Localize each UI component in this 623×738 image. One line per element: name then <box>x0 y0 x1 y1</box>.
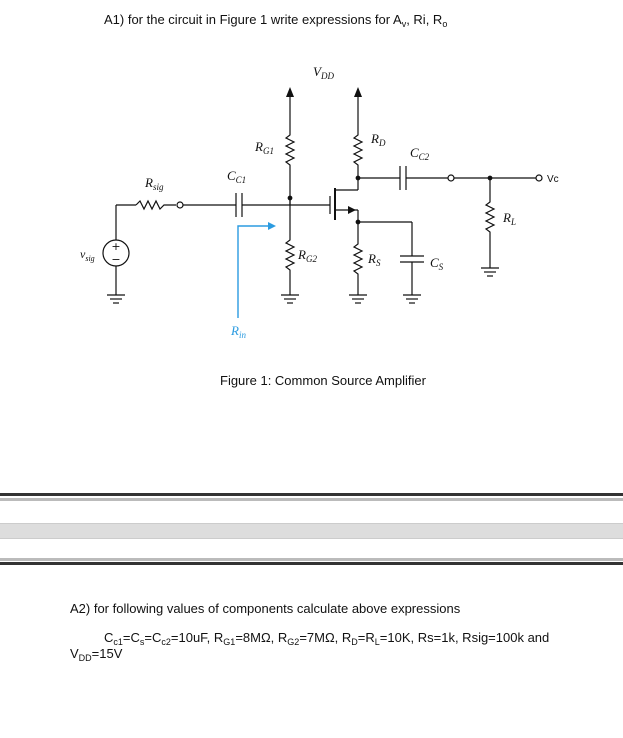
rsig-resistor <box>135 199 176 211</box>
separator-bottom-dark <box>0 562 623 565</box>
vdd-value: VDD=15V <box>70 646 123 663</box>
cs-label: CS <box>430 255 444 272</box>
rg2-resistor <box>284 198 296 295</box>
component-values: Cc1=Cs=Cc2=10uF, RG1=8MΩ, RG2=7MΩ, RD=RL… <box>104 630 550 647</box>
rs-label: RS <box>367 251 381 268</box>
vdd-label: VDD <box>313 64 334 81</box>
rl-label: RL <box>502 210 516 227</box>
ground-rs <box>349 294 367 304</box>
drain-output-terminal <box>447 174 455 182</box>
rin-arrow <box>237 222 276 318</box>
ground-rl <box>481 267 499 277</box>
rg2-label: RG2 <box>297 247 317 264</box>
rd-resistor <box>352 130 364 190</box>
separator-top-light <box>0 498 623 501</box>
figure-caption: Figure 1: Common Source Amplifier <box>220 373 426 388</box>
ground-vsig <box>107 294 125 304</box>
rg1-resistor <box>284 130 296 198</box>
rg1-label: RG1 <box>254 139 274 156</box>
vsig-minus: − <box>111 253 120 266</box>
cc2-label: CC2 <box>410 145 430 162</box>
mosfet <box>329 188 358 220</box>
cc1-label: CC1 <box>227 168 246 185</box>
rsig-label: Rsig <box>144 175 164 192</box>
input-terminal <box>176 201 184 209</box>
vc-label: Vc <box>547 174 559 185</box>
vdd-arrow-left <box>286 87 294 130</box>
rs-resistor <box>352 240 364 295</box>
rin-label: Rin <box>230 323 246 340</box>
separator-middle-band <box>0 523 623 539</box>
rl-resistor <box>484 178 496 268</box>
circuit-diagram: VDD RG1 RD CC2 CC1 Rsig RL vsig RG2 RS C… <box>80 64 559 340</box>
question-a1: A1) for the circuit in Figure 1 write ex… <box>104 12 448 29</box>
vc-output-terminal <box>535 174 543 182</box>
rd-label: RD <box>370 131 386 148</box>
vdd-arrow-right <box>354 87 362 130</box>
ground-rg2 <box>281 294 299 304</box>
vsig-label: vsig <box>80 247 95 263</box>
ground-cs <box>403 294 421 304</box>
question-a2: A2) for following values of components c… <box>70 601 461 616</box>
separator-top-dark <box>0 493 623 496</box>
separator-bottom-light <box>0 558 623 561</box>
vsig-plus: + <box>111 240 120 253</box>
